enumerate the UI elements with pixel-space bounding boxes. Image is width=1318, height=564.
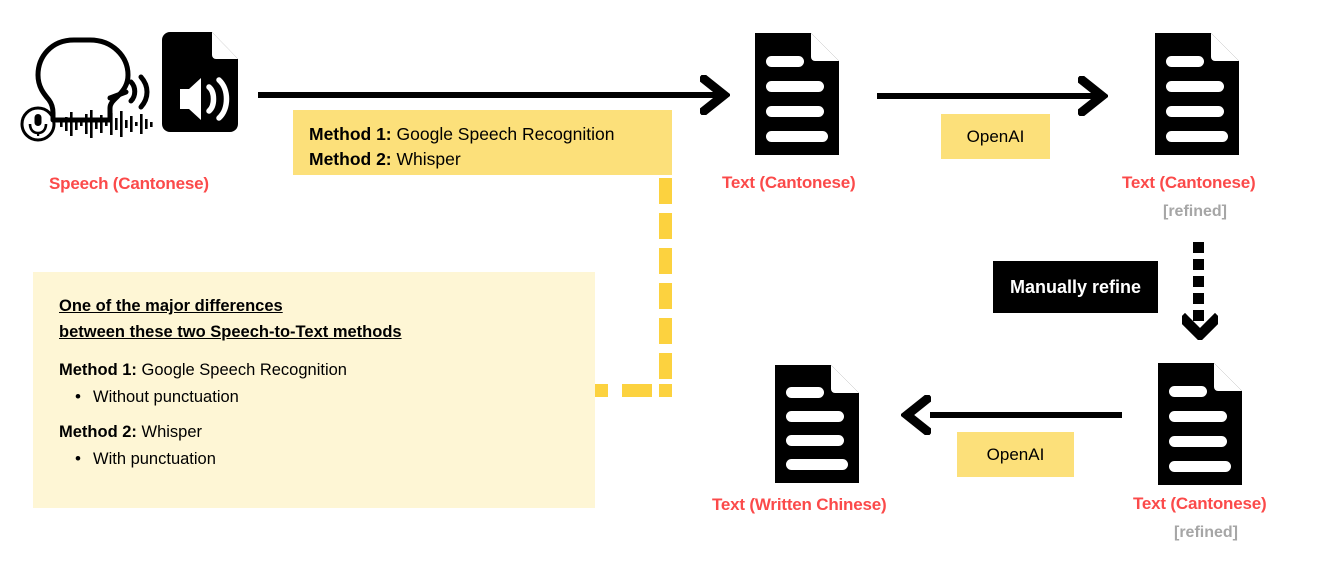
openai-chip-bottom: OpenAI bbox=[957, 432, 1074, 477]
text-cantonese-raw-label: Text (Cantonese) bbox=[722, 173, 856, 192]
info-box-method-1: Method 1: Google Speech Recognition bbox=[59, 361, 569, 380]
info-box-method-2-bullet: With punctuation bbox=[59, 449, 569, 469]
info-box-heading-line-2: between these two Speech-to-Text methods bbox=[59, 322, 402, 341]
manually-refine-chip: Manually refine bbox=[993, 261, 1158, 313]
microphone-waveform-icon bbox=[18, 104, 158, 144]
info-method-1-rest: Google Speech Recognition bbox=[136, 361, 347, 380]
method-banner: Method 1: Google Speech Recognition Meth… bbox=[293, 110, 672, 175]
info-method-1-bold: Method 1: bbox=[59, 361, 137, 380]
info-box-method-1-bullet: Without punctuation bbox=[59, 387, 569, 407]
text-cantonese-refined-top-sublabel: [refined] bbox=[1163, 203, 1227, 220]
arrow-openai-bottom-line bbox=[930, 412, 1122, 418]
arrow-openai-bottom-head bbox=[899, 392, 934, 438]
dash-segment bbox=[659, 353, 672, 379]
document-icon bbox=[755, 33, 839, 155]
dash-segment bbox=[659, 283, 672, 309]
dash-corner bbox=[659, 384, 672, 397]
text-cantonese-refined-bottom-label: Text (Cantonese) bbox=[1133, 494, 1267, 513]
info-box: One of the major differences between the… bbox=[33, 272, 595, 508]
info-box-heading-line-1: One of the major differences bbox=[59, 297, 283, 315]
method-banner-line-1: Method 1: Google Speech Recognition bbox=[309, 122, 656, 147]
arrow-openai-top-line bbox=[877, 93, 1096, 99]
text-cantonese-refined-top-label: Text (Cantonese) bbox=[1122, 173, 1256, 192]
arrow-speech-to-text-head bbox=[697, 72, 732, 118]
text-cantonese-refined-bottom-sublabel: [refined] bbox=[1174, 524, 1238, 541]
arrow-openai-top-head bbox=[1075, 73, 1110, 119]
method-2-rest: Whisper bbox=[391, 148, 461, 169]
info-method-2-bold: Method 2: bbox=[59, 423, 137, 442]
method-2-bold: Method 2: bbox=[309, 148, 392, 169]
dash-segment bbox=[659, 213, 672, 239]
method-1-rest: Google Speech Recognition bbox=[391, 124, 615, 144]
method-banner-line-2: Method 2: Whisper bbox=[309, 147, 656, 172]
document-icon bbox=[1155, 33, 1239, 155]
dash-segment bbox=[659, 248, 672, 274]
dash-segment bbox=[659, 318, 672, 344]
arrow-speech-to-text-line bbox=[258, 92, 722, 98]
dash-segment bbox=[622, 384, 652, 397]
dash-segment bbox=[659, 178, 672, 204]
document-icon bbox=[775, 365, 859, 483]
document-icon bbox=[1158, 363, 1242, 485]
arrow-manual-refine-dotted bbox=[1177, 240, 1223, 343]
info-method-2-rest: Whisper bbox=[136, 423, 203, 442]
openai-chip-top: OpenAI bbox=[941, 114, 1050, 159]
text-written-chinese-label: Text (Written Chinese) bbox=[712, 495, 887, 514]
method-1-bold: Method 1: bbox=[309, 124, 392, 144]
audio-file-icon bbox=[162, 32, 242, 132]
speech-node-label: Speech (Cantonese) bbox=[49, 174, 209, 193]
info-box-method-2: Method 2: Whisper bbox=[59, 423, 569, 442]
